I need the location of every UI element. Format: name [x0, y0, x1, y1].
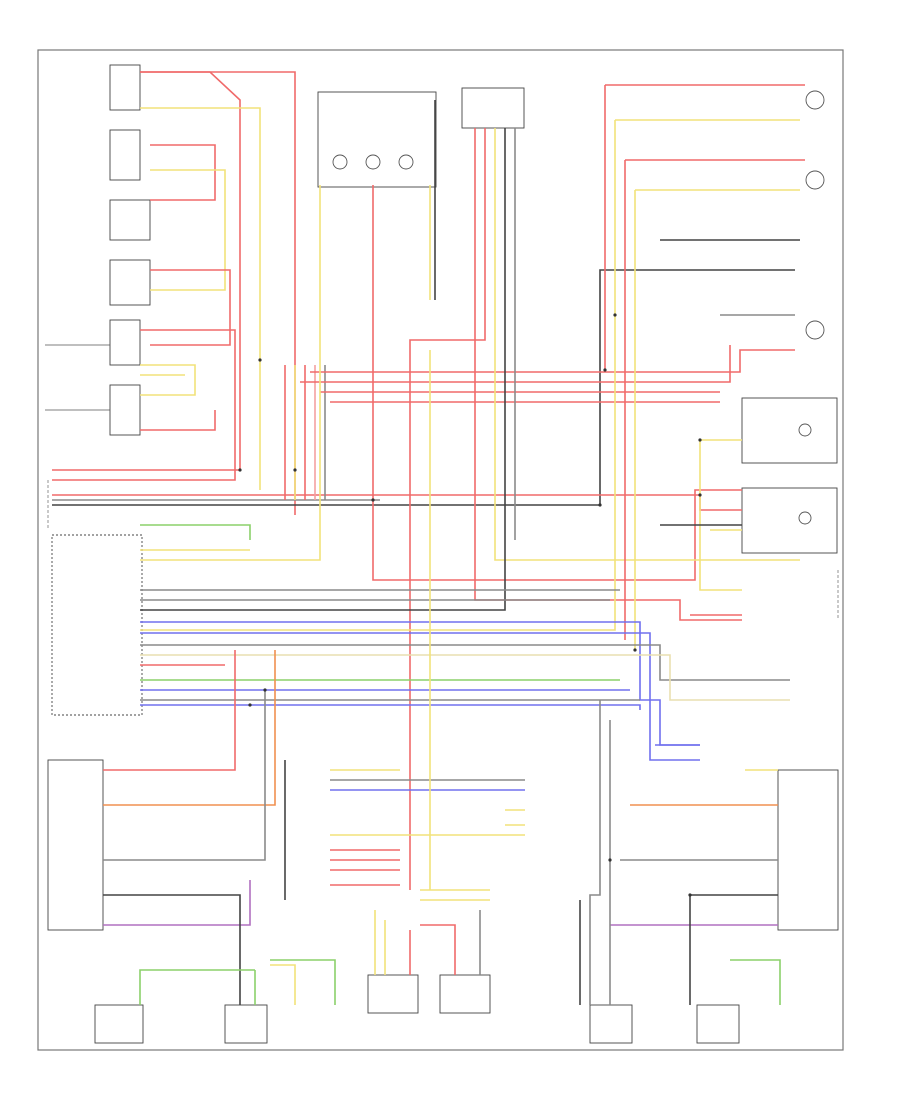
bottom-motors: [94, 974, 740, 1044]
junction-dots: [238, 313, 702, 897]
wire-green: [730, 959, 781, 1005]
wire-red: [420, 924, 456, 975]
center-top-module: [461, 87, 525, 129]
wire-dark: [52, 269, 795, 506]
wire-red: [103, 650, 236, 771]
junction-dot: [248, 703, 252, 707]
wire-red: [52, 494, 742, 511]
right-lamps: [805, 90, 825, 340]
wire-green: [140, 524, 251, 540]
right-mirror-lower: [741, 487, 838, 554]
junction-dot: [633, 648, 637, 652]
wire-dark: [103, 894, 241, 1005]
lower-right-switch-pack: [777, 769, 839, 931]
wire-yellow: [270, 964, 296, 1005]
wire-red: [372, 185, 742, 581]
wire-cream: [140, 654, 790, 701]
wire-red: [409, 128, 486, 890]
junction-dot: [608, 858, 612, 862]
left-switch-group: [45, 64, 151, 436]
wire-dark: [140, 128, 506, 611]
wire-red: [140, 410, 216, 431]
wire-red: [52, 329, 236, 481]
junction-dot: [371, 498, 375, 502]
wire-gray: [103, 690, 266, 861]
junction-dot: [293, 468, 297, 472]
wire-gray: [140, 644, 790, 681]
wire-yellow: [150, 169, 226, 291]
wire-yellow: [140, 364, 196, 396]
wire-orange: [103, 650, 276, 806]
junction-dot: [613, 313, 617, 317]
wire-green: [270, 959, 336, 1005]
wire-green: [139, 969, 255, 1005]
wire-red: [474, 128, 742, 621]
wire-blue: [140, 704, 641, 710]
junction-dot: [598, 503, 602, 507]
wire-red: [150, 269, 231, 346]
center-top-switch: [317, 91, 437, 188]
junction-dot: [698, 493, 702, 497]
wire-blue: [140, 621, 700, 746]
wire-harness: [52, 71, 805, 1005]
left-connector-block: [51, 534, 143, 716]
wire-yellow: [140, 107, 261, 490]
right-mirror-upper: [741, 397, 838, 464]
wire-red: [300, 345, 731, 383]
wire-red: [140, 71, 296, 515]
wire-blue: [140, 632, 700, 761]
junction-dot: [263, 688, 267, 692]
wire-yellow: [699, 440, 742, 591]
junction-dot: [698, 438, 702, 442]
wire-yellow: [494, 128, 800, 561]
diagram-border: [37, 49, 844, 1051]
wire-yellow: [140, 120, 616, 631]
wire-violet: [103, 880, 251, 926]
wire-red: [310, 349, 795, 373]
wire-gray: [589, 700, 601, 1005]
wire-red: [150, 144, 216, 201]
junction-dot: [688, 893, 692, 897]
wire-yellow: [140, 185, 321, 561]
junction-dot: [238, 468, 242, 472]
junction-dot: [258, 358, 262, 362]
junction-dot: [603, 368, 607, 372]
lower-left-switch-pack: [47, 759, 104, 931]
